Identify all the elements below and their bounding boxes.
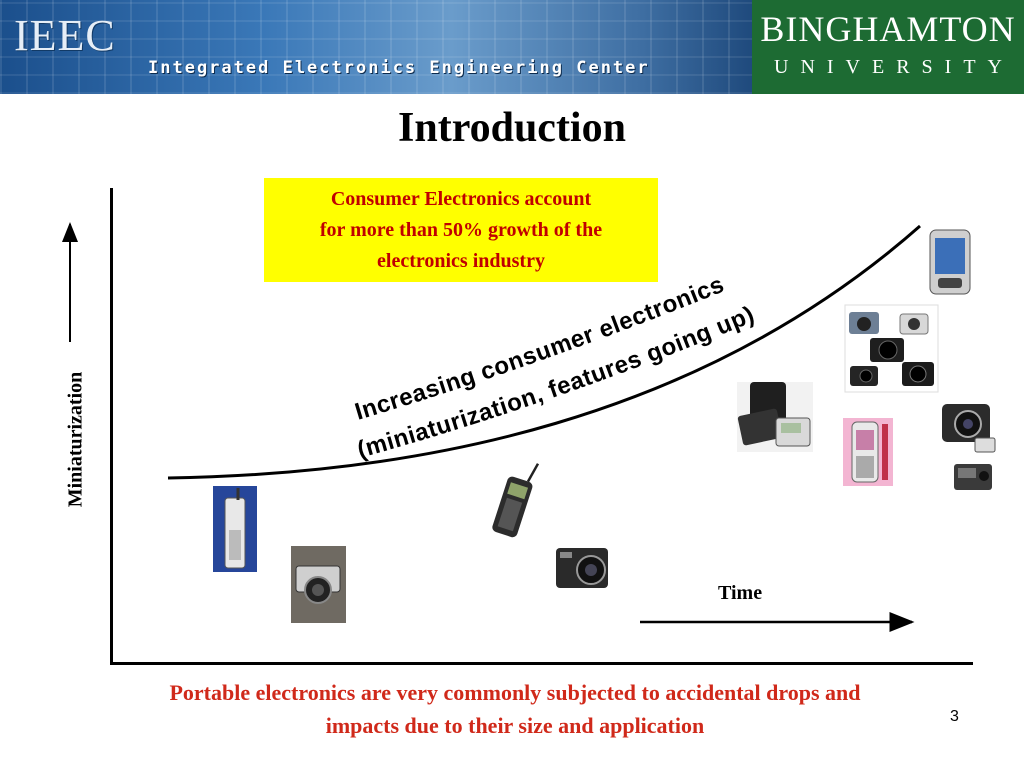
film-camera-image <box>291 546 346 623</box>
slim-camera-image <box>954 464 992 490</box>
candybar-phone-image <box>492 463 540 538</box>
center-name: Integrated Electronics Engineering Cente… <box>148 58 650 78</box>
bottom-line-2: impacts due to their size and applicatio… <box>325 713 705 738</box>
camera-group-image <box>844 304 939 393</box>
highlight-line-1: Consumer Electronics account <box>330 188 592 210</box>
y-axis <box>110 188 113 665</box>
bottom-line-1: Portable electronics are very commonly s… <box>169 680 861 705</box>
university-sub: UNIVERSITY <box>774 56 1014 78</box>
bridge-camera-image <box>942 404 996 453</box>
x-axis-label: Time <box>718 582 763 604</box>
highlight-line-2: for more than 50% growth of the <box>319 219 603 241</box>
brick-phone-image <box>213 486 257 572</box>
ieec-logo: IEEC <box>14 11 116 60</box>
slide-title: Introduction <box>398 105 626 151</box>
ieec-banner: IEEC Integrated Electronics Engineering … <box>0 0 752 94</box>
bottom-statement: Portable electronics are very commonly s… <box>40 676 990 742</box>
highlight-line-3: electronics industry <box>377 250 545 272</box>
bp-monitor-image <box>737 382 813 452</box>
binghamton-logo: BINGHAMTON UNIVERSITY <box>752 0 1024 94</box>
highlight-box: Consumer Electronics account for more th… <box>264 178 658 282</box>
compact-camera-image <box>556 548 608 588</box>
growth-curve <box>167 224 921 480</box>
circuit-pattern <box>0 0 752 94</box>
university-name: BINGHAMTON <box>760 9 1016 49</box>
x-axis <box>110 662 973 665</box>
pda-image <box>929 229 971 295</box>
slider-phone-image <box>843 418 893 486</box>
page-number: 3 <box>950 708 959 725</box>
